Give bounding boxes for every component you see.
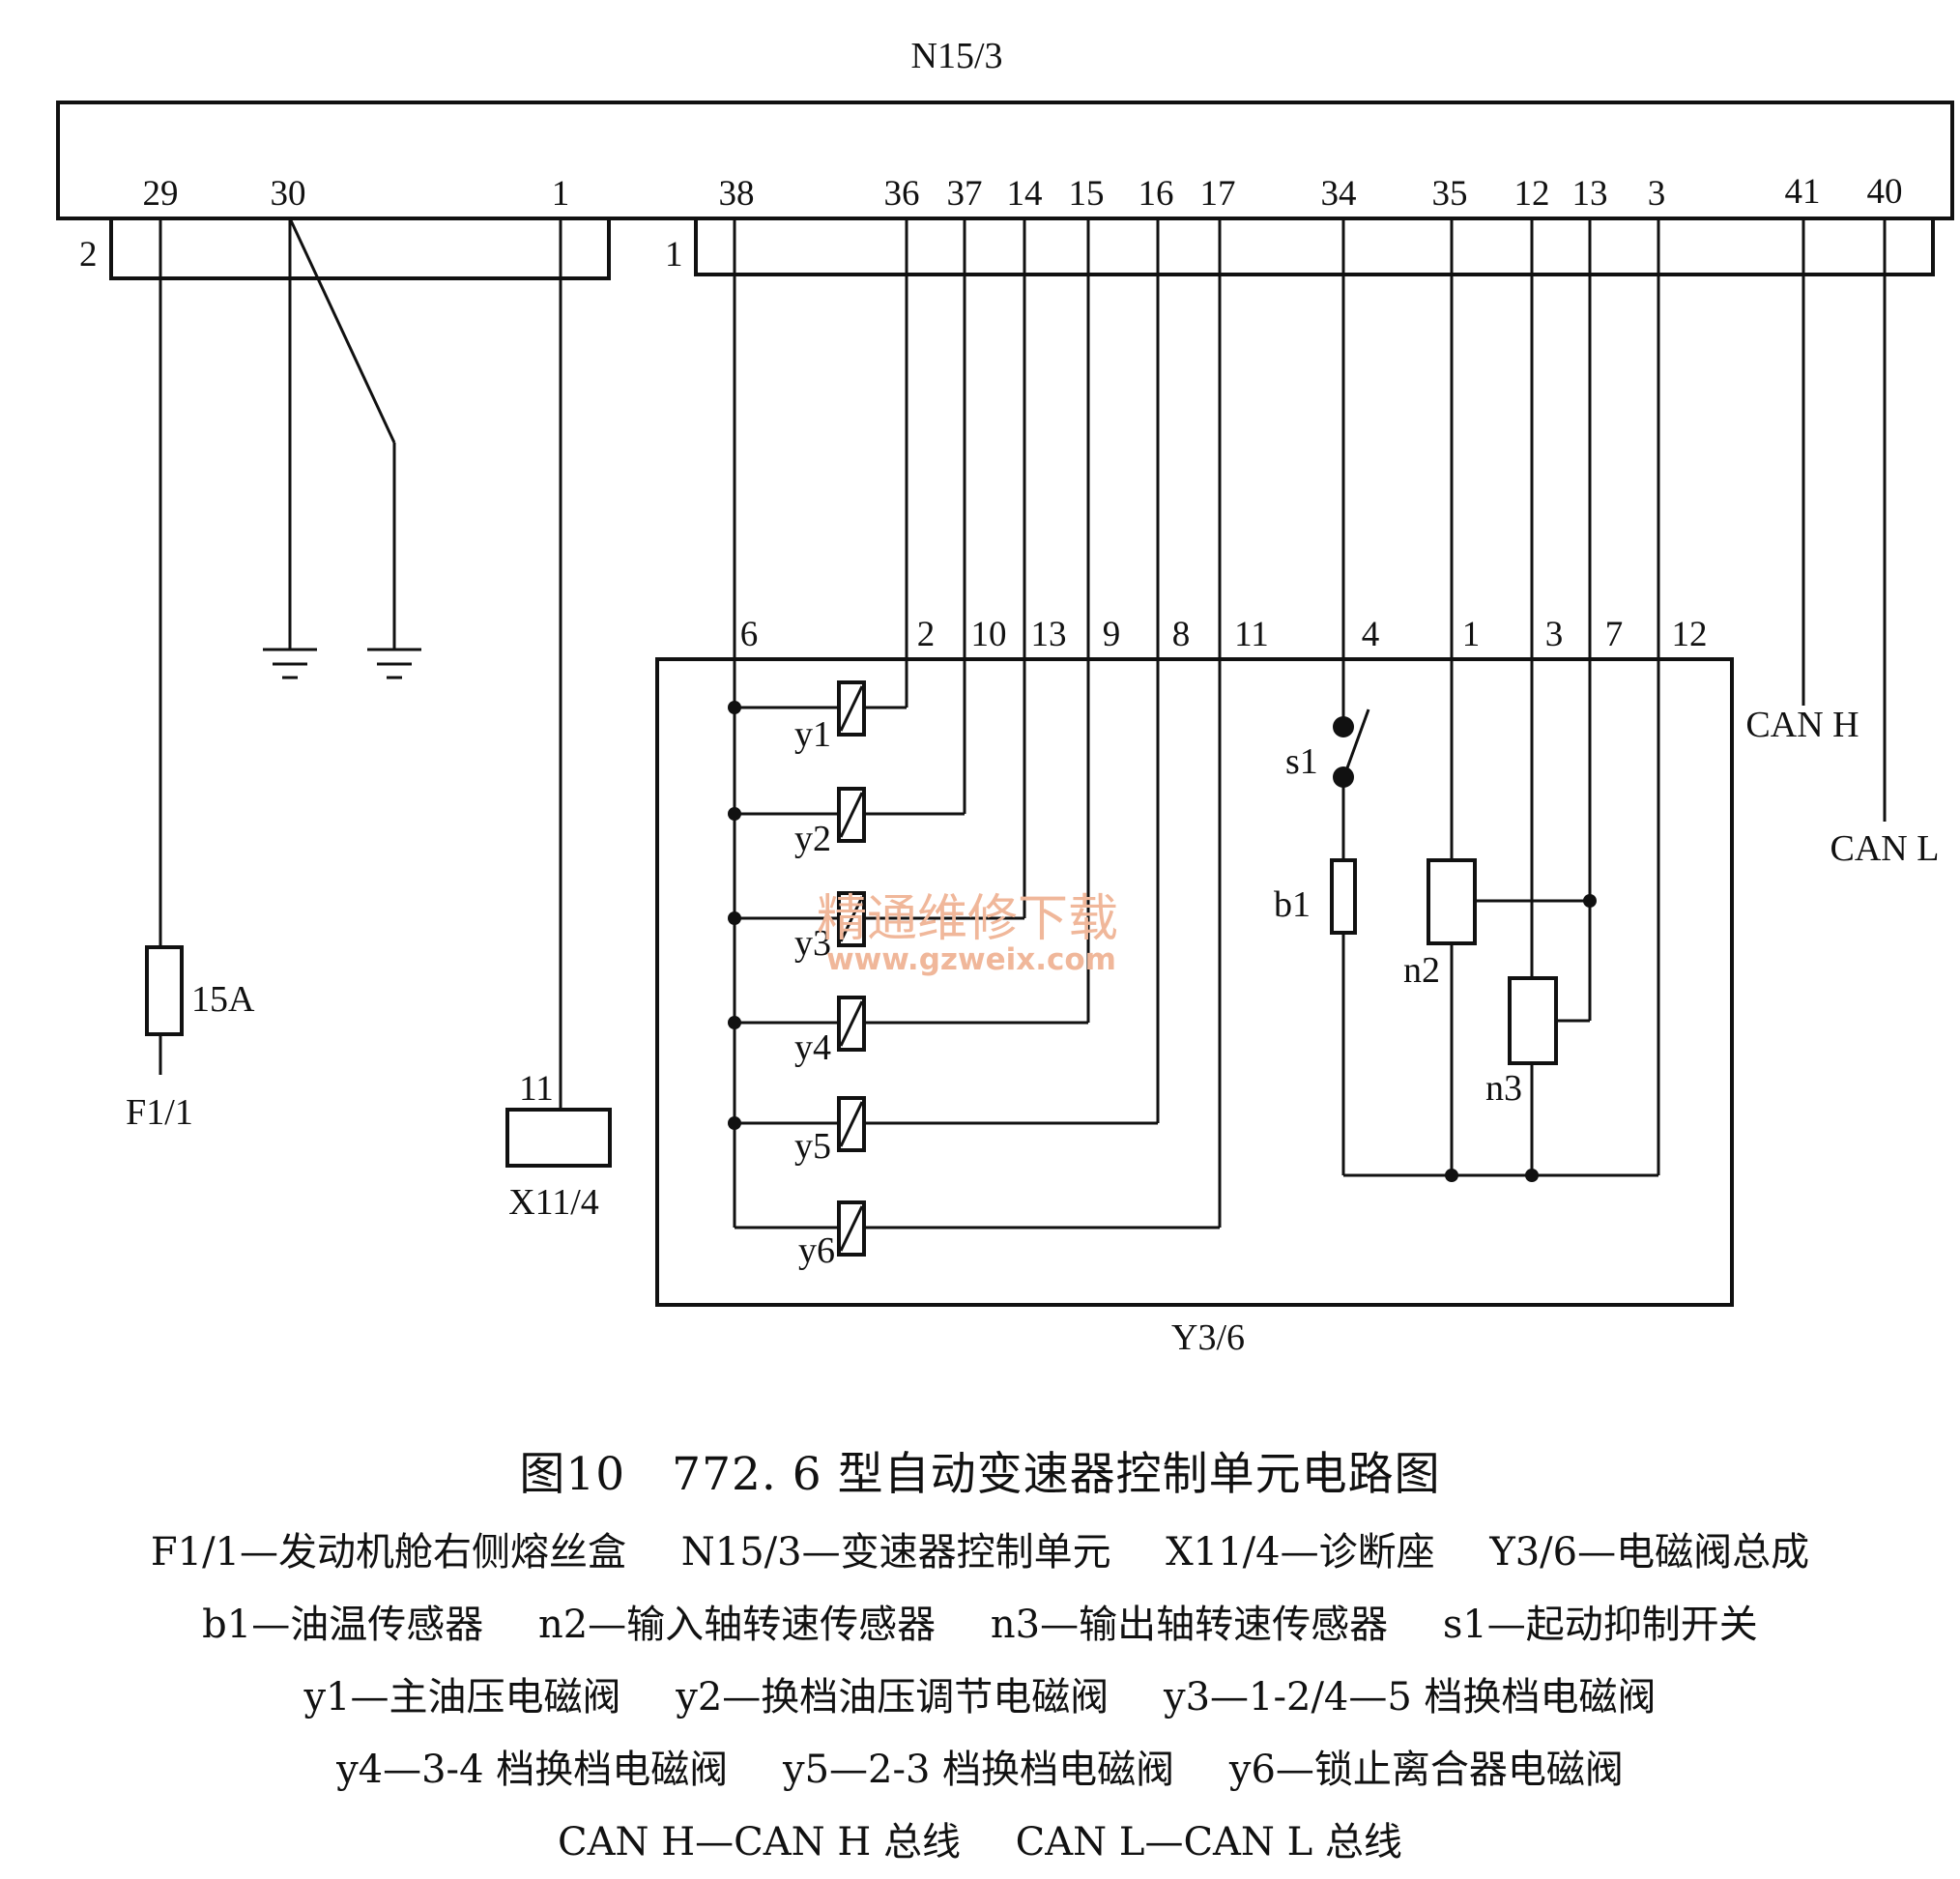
ecu-pin-label: 35	[1432, 174, 1468, 214]
legend-item: y3—1-2/4—5 档换档电磁阀	[1163, 1675, 1657, 1720]
figure-title: 图10 772. 6 型自动变速器控制单元电路图	[519, 1448, 1441, 1501]
legend-item: b1—油温传感器	[202, 1603, 484, 1647]
valve-body-pin-labels: 6 2 10 13 9 8 11 4 1 3 7 12	[740, 615, 1708, 654]
diagnostic-socket-label: X11/4	[508, 1182, 599, 1223]
legend-item: N15/3—变速器控制单元	[680, 1530, 1111, 1575]
ecu-pin-label: 30	[271, 174, 306, 214]
solenoid-wiring	[728, 218, 1222, 1229]
connector-1-label: 1	[665, 235, 683, 275]
valve-pin-label: 11	[1234, 615, 1269, 654]
fuse-rating-label: 15A	[191, 979, 255, 1020]
ecu-pin-labels: 29 30 1 38 36 37 14 15 16 17 34 35 12 13…	[143, 172, 1903, 214]
legend-item: CAN H—CAN H 总线	[558, 1820, 961, 1865]
valve-pin-label: 9	[1103, 615, 1121, 654]
legend-item: X11/4—诊断座	[1166, 1530, 1435, 1575]
legend-item: y2—换档油压调节电磁阀	[676, 1675, 1110, 1720]
diagnostic-socket-box	[505, 1108, 612, 1168]
solenoid-y5	[837, 1096, 866, 1152]
connector-1-box	[694, 217, 1935, 276]
valve-pin-label: 3	[1545, 615, 1564, 654]
ecu-pin-label: 34	[1321, 174, 1357, 214]
ecu-label: N15/3	[911, 36, 1003, 76]
legend-item: Y3/6—电磁阀总成	[1489, 1530, 1810, 1575]
ecu-pin-label: 37	[947, 174, 983, 214]
valve-pin-label: 13	[1031, 615, 1067, 654]
solenoid-y2-label: y2	[794, 819, 831, 859]
ecu-pin-label: 36	[884, 174, 920, 214]
ecu-pin-label: 1	[552, 174, 570, 214]
sensor-n2-label: n2	[1403, 950, 1440, 991]
valve-pin-label: 7	[1605, 615, 1624, 654]
switch-s1-label: s1	[1285, 741, 1318, 782]
solenoid-y1	[837, 680, 866, 737]
legend-line: y4—3-4 档换档电磁阀 y5—2-3 档换档电磁阀 y6—锁止离合器电磁阀	[0, 1734, 1960, 1807]
solenoid-y4-label: y4	[794, 1027, 831, 1068]
oil-temp-sensor	[1330, 858, 1357, 935]
output-speed-sensor	[1508, 976, 1558, 1065]
ground-icon	[367, 648, 421, 679]
valve-pin-label: 6	[740, 615, 759, 654]
ecu-pin-label: 3	[1648, 174, 1666, 214]
ecu-pin-label: 17	[1200, 174, 1236, 214]
solenoid-y2	[837, 787, 866, 843]
legend-item: y5—2-3 档换档电磁阀	[782, 1748, 1175, 1792]
circuit-diagram: N15/3 2 1 29 30 1 38 36 37 14 15 16 17 3…	[56, 36, 1954, 1358]
valve-pin-label: 8	[1172, 615, 1191, 654]
solenoid-y1-label: y1	[794, 714, 831, 755]
legend-line: F1/1—发动机舱右侧熔丝盒 N15/3—变速器控制单元 X11/4—诊断座 Y…	[0, 1517, 1960, 1589]
ecu-pin-label: 12	[1514, 174, 1550, 214]
legend-item: y6—锁止离合器电磁阀	[1228, 1748, 1624, 1792]
figure-caption: 图10 772. 6 型自动变速器控制单元电路图 F1/1—发动机舱右侧熔丝盒 …	[0, 1421, 1960, 1879]
ecu-box	[56, 101, 1954, 220]
valve-pin-label: 12	[1672, 615, 1708, 654]
connector-2-box	[109, 217, 611, 280]
valve-pin-label: 10	[971, 615, 1007, 654]
valve-pin-label: 1	[1462, 615, 1481, 654]
ecu-pin-label: 38	[719, 174, 755, 214]
ecu-pin-label: 14	[1007, 174, 1043, 214]
legend-line: b1—油温传感器 n2—输入轴转速传感器 n3—输出轴转速传感器 s1—起动抑制…	[0, 1589, 1960, 1662]
left-wiring	[145, 217, 612, 1168]
fuse-symbol	[145, 945, 184, 1036]
sensor-wiring	[1333, 218, 1660, 1182]
valve-pin-label: 2	[917, 615, 936, 654]
watermark-url: www.gzweix.com	[826, 942, 1116, 977]
ground-icon	[263, 648, 317, 679]
ecu-pin-label: 29	[143, 174, 179, 214]
solenoid-y4	[837, 996, 866, 1052]
legend-line: y1—主油压电磁阀 y2—换档油压调节电磁阀 y3—1-2/4—5 档换档电磁阀	[0, 1662, 1960, 1734]
valve-body-box	[655, 657, 1734, 1307]
valve-pin-label: 4	[1362, 615, 1380, 654]
ecu-pin-label: 16	[1139, 174, 1174, 214]
legend-item: y1—主油压电磁阀	[303, 1675, 621, 1720]
connector-2-label: 2	[79, 235, 98, 275]
solenoid-y3	[837, 891, 866, 947]
ecu-pin-label: 15	[1069, 174, 1105, 214]
can-h-label: CAN H	[1745, 705, 1859, 745]
legend-item: y4—3-4 档换档电磁阀	[336, 1748, 729, 1792]
fuse-box-label: F1/1	[126, 1092, 193, 1133]
legend-item: CAN L—CAN L 总线	[1015, 1820, 1402, 1865]
ecu-pin-label: 40	[1867, 172, 1903, 212]
legend-item: n3—输出轴转速传感器	[990, 1603, 1389, 1647]
legend-line: CAN H—CAN H 总线 CAN L—CAN L 总线	[0, 1807, 1960, 1879]
can-l-label: CAN L	[1830, 828, 1940, 869]
ecu-pin-label: 13	[1572, 174, 1608, 214]
legend-item: n2—输入轴转速传感器	[537, 1603, 937, 1647]
ecu-pin-label: 41	[1785, 172, 1821, 212]
sensor-b1-label: b1	[1274, 884, 1311, 925]
solenoid-y6-label: y6	[798, 1230, 835, 1271]
diagnostic-pin-label: 11	[519, 1069, 554, 1109]
legend-item: s1—起动抑制开关	[1442, 1603, 1758, 1647]
watermark-text: 精通维修下载	[817, 890, 1118, 948]
valve-body-label: Y3/6	[1171, 1317, 1245, 1358]
sensor-n3-label: n3	[1485, 1068, 1522, 1109]
legend-item: F1/1—发动机舱右侧熔丝盒	[150, 1530, 627, 1575]
solenoid-y3-label: y3	[794, 923, 831, 964]
solenoid-y6	[837, 1200, 866, 1257]
input-speed-sensor	[1427, 858, 1477, 945]
solenoid-y5-label: y5	[794, 1126, 831, 1167]
